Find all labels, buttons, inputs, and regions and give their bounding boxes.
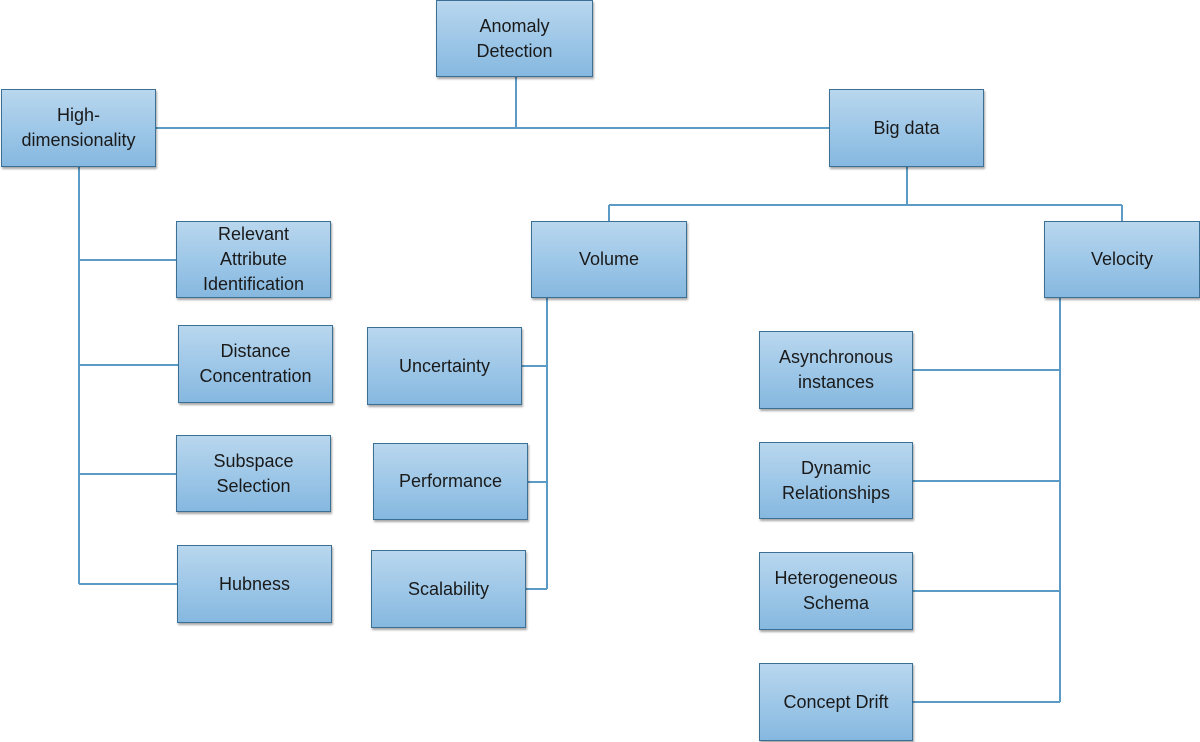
node-distance-concentration: Distance Concentration [178, 325, 333, 403]
node-hubness: Hubness [177, 545, 332, 623]
node-scalability: Scalability [371, 550, 526, 628]
node-heterogeneous-schema: Heterogeneous Schema [759, 552, 913, 630]
node-relevant-attribute-identification: Relevant Attribute Identification [176, 221, 331, 298]
node-subspace-selection: Subspace Selection [176, 435, 331, 512]
node-concept-drift: Concept Drift [759, 663, 913, 741]
node-dynamic-relationships: Dynamic Relationships [759, 442, 913, 519]
node-asynchronous-instances: Asynchronous instances [759, 331, 913, 409]
node-volume: Volume [531, 221, 687, 298]
node-velocity: Velocity [1044, 221, 1200, 298]
node-big-data: Big data [829, 89, 984, 167]
node-uncertainty: Uncertainty [367, 327, 522, 405]
node-performance: Performance [373, 443, 528, 520]
node-high-dimensionality: High- dimensionality [1, 89, 156, 167]
node-anomaly-detection: Anomaly Detection [436, 0, 593, 77]
